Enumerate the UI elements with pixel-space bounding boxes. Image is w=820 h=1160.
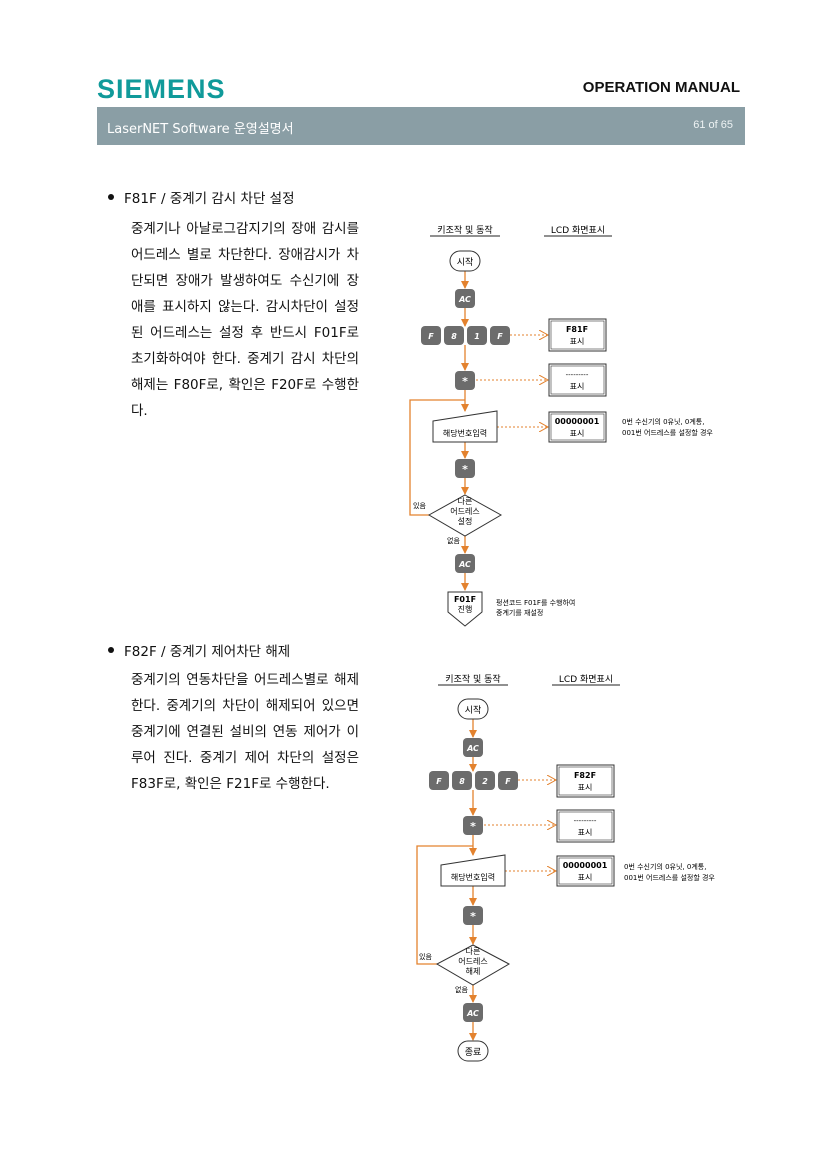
page-number: 61 of 65 — [693, 119, 733, 131]
star-key: * — [470, 910, 476, 923]
end-connector: F01F — [454, 595, 476, 604]
lcd-show: 표시 — [570, 382, 585, 391]
section-heading-f81f: F81F / 중계기 감시 차단 설정 — [108, 187, 295, 207]
decision-yes-label: 있음 — [413, 502, 426, 510]
decision-yes-label: 있음 — [419, 953, 432, 961]
bullet-icon — [108, 647, 114, 653]
lcd-note: 001번 어드레스를 설정할 경우 — [624, 873, 715, 882]
lcd-note: 001번 어드레스를 설정할 경우 — [622, 428, 713, 437]
start-terminal: 시작 — [457, 257, 474, 268]
star-key: * — [470, 820, 476, 833]
decision-text: 설정 — [458, 516, 473, 526]
bullet-icon — [108, 194, 114, 200]
column-header-lcd: LCD 화면표시 — [551, 225, 605, 236]
document-title: LaserNET Software 운영설명서 — [107, 122, 294, 137]
heading-text: F82F / 중계기 제어차단 해제 — [124, 644, 291, 660]
lcd-show: 표시 — [570, 429, 585, 438]
lcd-code: F81F — [566, 325, 588, 334]
column-header-key: 키조작 및 동작 — [437, 224, 492, 236]
key-8: 8 — [451, 332, 457, 341]
ac-key: AC — [458, 295, 471, 304]
ac-key: AC — [466, 1009, 479, 1018]
decision-text: 어드레스 — [458, 956, 487, 966]
lcd-dashes: --------- — [566, 371, 589, 379]
end-connector: 진행 — [458, 604, 473, 614]
decision-text: 어드레스 — [450, 506, 479, 516]
decision-no-label: 없음 — [455, 986, 468, 994]
lcd-code: F82F — [574, 771, 596, 780]
key-f: F — [505, 777, 511, 786]
lcd-note: 0번 수신기의 0유닛, 0계통, — [624, 862, 706, 871]
lcd-note: 0번 수신기의 0유닛, 0계통, — [622, 417, 704, 426]
end-terminal: 종료 — [465, 1047, 482, 1058]
lcd-code: 00000001 — [563, 861, 608, 870]
column-header-key: 키조작 및 동작 — [445, 673, 500, 685]
lcd-show: 표시 — [578, 873, 593, 882]
flowchart-f82f: 키조작 및 동작 LCD 화면표시 시작 AC F 8 2 F F82F 표시 … — [416, 673, 715, 1062]
key-1: 1 — [474, 332, 480, 341]
siemens-logo: SIEMENS — [97, 74, 226, 104]
lcd-dashes: --------- — [574, 817, 597, 825]
key-8: 8 — [459, 777, 465, 786]
start-terminal: 시작 — [465, 705, 482, 716]
ac-key: AC — [466, 744, 479, 753]
decision-no-label: 없음 — [447, 537, 460, 545]
end-note: 펑션코드 F01F를 수행하여 — [496, 598, 575, 607]
heading-text: F81F / 중계기 감시 차단 설정 — [124, 191, 295, 207]
number-input-step: 해당번호입력 — [451, 872, 495, 882]
end-note: 중계기를 재설정 — [496, 608, 543, 617]
lcd-show: 표시 — [570, 337, 585, 346]
section-body-f82f: 중계기의 연동차단을 어드레스별로 해제한다. 중계기의 차단이 해제되어 있으… — [131, 672, 359, 792]
section-heading-f82f: F82F / 중계기 제어차단 해제 — [108, 640, 290, 660]
star-key: * — [462, 375, 468, 388]
header-band: LaserNET Software 운영설명서 61 of 65 — [97, 107, 745, 145]
number-input-step: 해당번호입력 — [443, 428, 487, 438]
lcd-code: 00000001 — [555, 417, 600, 426]
key-f: F — [428, 332, 434, 341]
decision-text: 해제 — [466, 966, 481, 976]
decision-text: 다른 — [458, 497, 473, 506]
key-f: F — [436, 777, 442, 786]
key-f: F — [497, 332, 503, 341]
key-2: 2 — [482, 777, 488, 786]
flowchart-f81f: 키조작 및 동작 LCD 화면표시 시작 AC F 8 1 F F81F 표시 … — [409, 224, 713, 627]
section-body-f81f: 중계기나 아날로그감지기의 장애 감시를 어드레스 별로 차단한다. 장애감시가… — [131, 221, 359, 419]
ac-key: AC — [458, 560, 471, 569]
column-header-lcd: LCD 화면표시 — [559, 674, 613, 685]
lcd-show: 표시 — [578, 783, 593, 792]
star-key: * — [462, 463, 468, 476]
decision-text: 다른 — [466, 947, 481, 956]
lcd-show: 표시 — [578, 828, 593, 837]
manual-title: OPERATION MANUAL — [582, 79, 740, 96]
